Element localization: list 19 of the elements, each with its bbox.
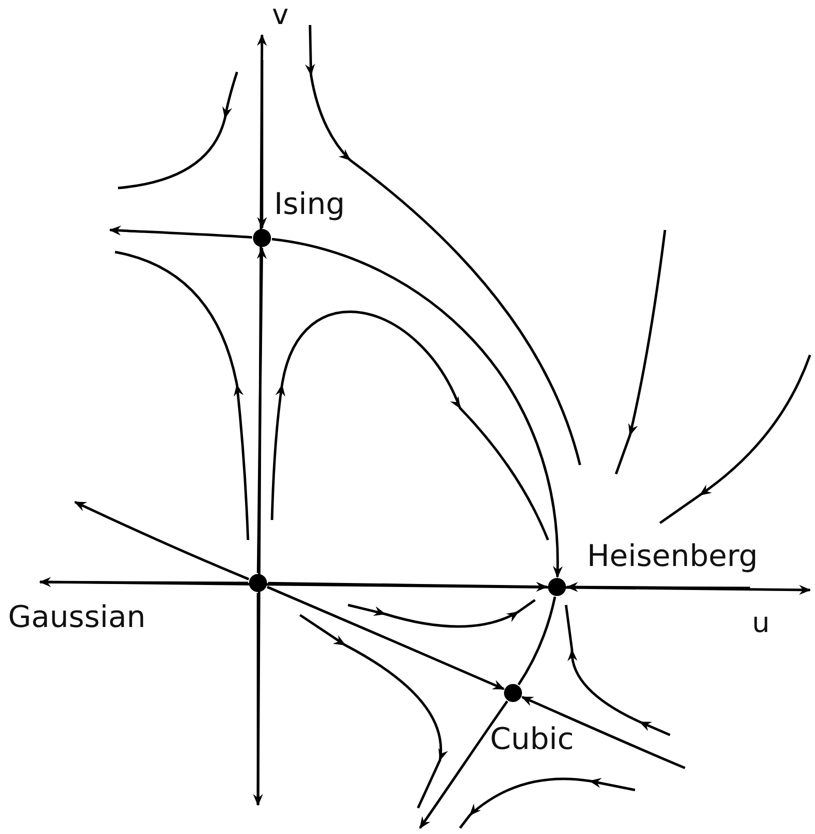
flow-arrow — [418, 700, 508, 829]
flow-arrow — [109, 226, 252, 239]
flow-line — [518, 596, 556, 686]
flow-arrow — [253, 593, 263, 806]
flow-arrow — [256, 247, 267, 574]
axis-label: u — [752, 608, 770, 638]
flow-arrow — [257, 60, 267, 229]
flow-arrow — [39, 577, 248, 588]
axis-label: v — [272, 0, 289, 30]
fixed-point-label: Heisenberg — [587, 540, 758, 574]
flow-arrow — [266, 586, 505, 690]
flow-arrow — [272, 238, 562, 578]
flow-arrow — [74, 500, 250, 580]
flow-arrow — [521, 696, 686, 770]
flow-arrow — [268, 582, 548, 592]
fixed-point-label: Cubic — [490, 723, 574, 757]
fixed-point-label: Ising — [274, 188, 345, 222]
flow-arrow — [566, 582, 750, 592]
fixed-point-label: Gaussian — [8, 601, 146, 635]
